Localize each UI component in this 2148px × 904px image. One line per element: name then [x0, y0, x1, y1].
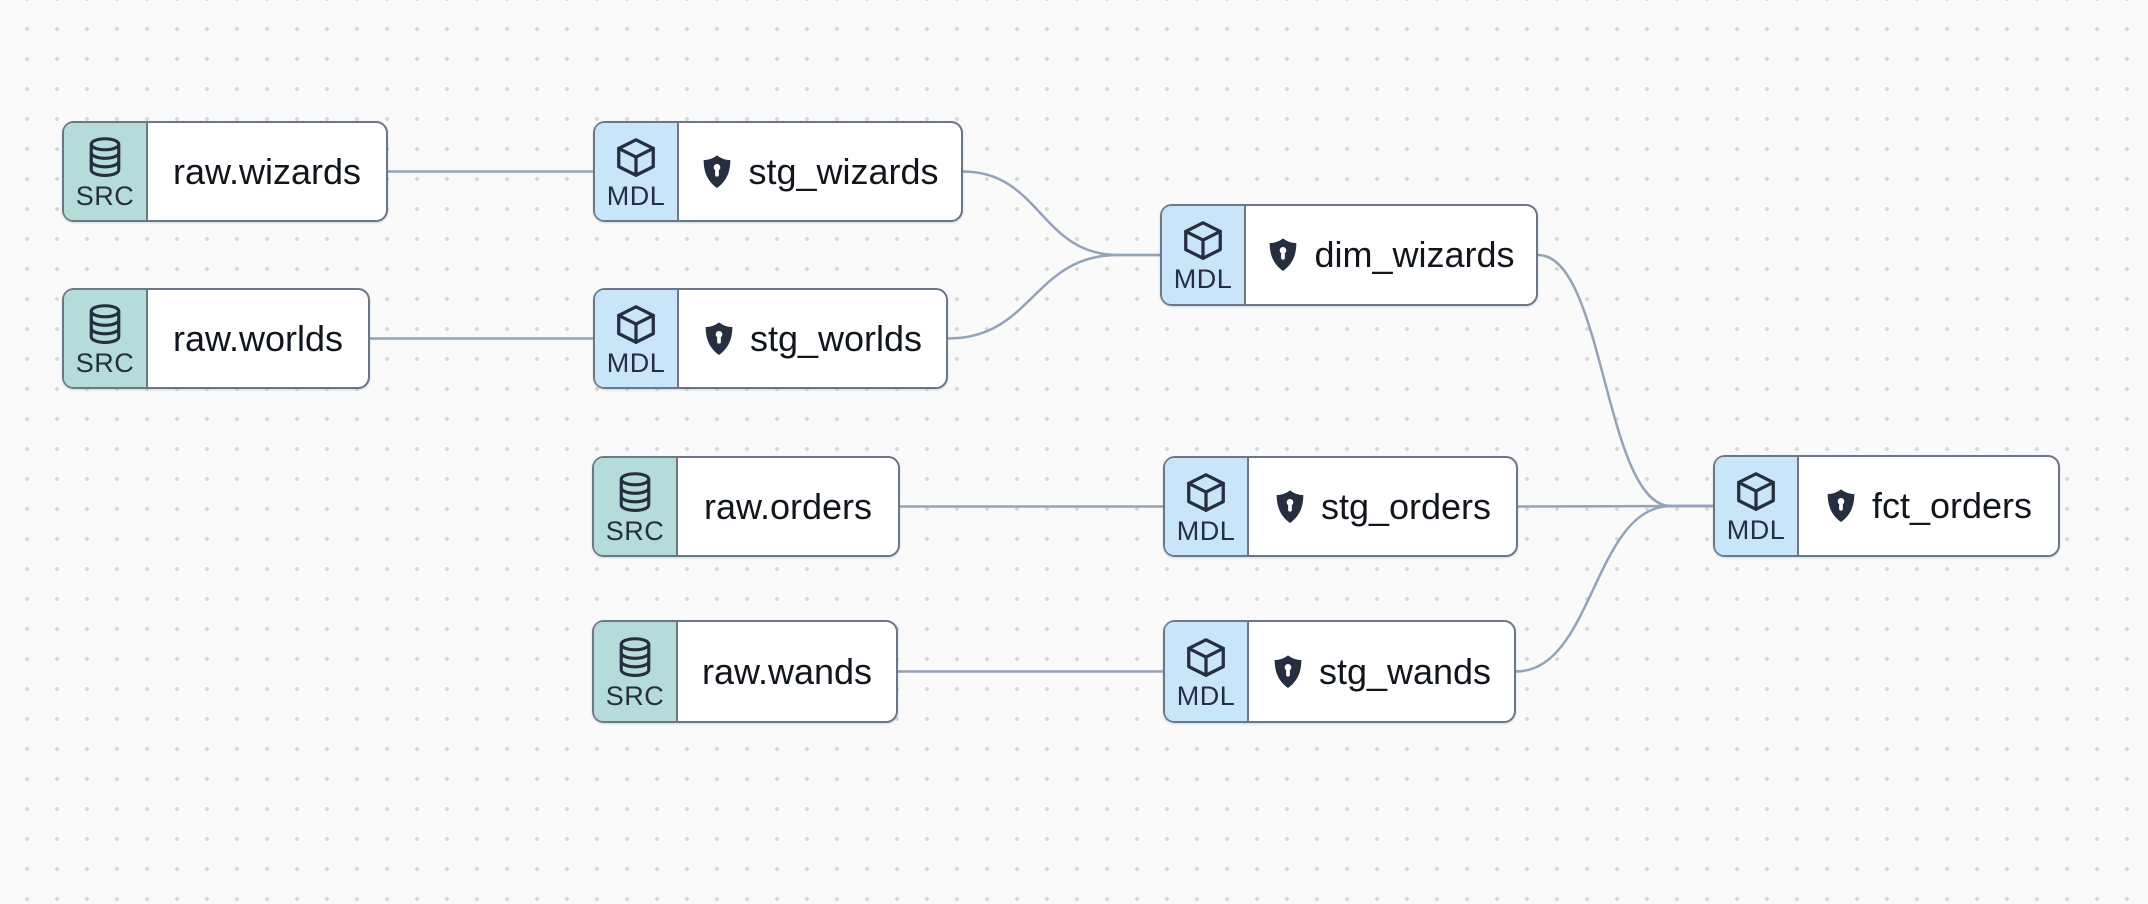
node-name-label: stg_worlds [749, 317, 923, 359]
node-type-label: MDL [606, 347, 666, 378]
node-name-label: raw.orders [703, 485, 873, 527]
model-cube-icon [613, 135, 659, 181]
node-stg-worlds[interactable]: MDL stg_worlds [593, 288, 948, 389]
node-type-badge: MDL [1165, 622, 1249, 721]
database-icon [83, 302, 127, 348]
shield-icon [1267, 237, 1299, 273]
node-type-badge: SRC [594, 458, 678, 555]
node-stg-orders[interactable]: MDL stg_orders [1163, 456, 1518, 557]
node-type-badge: SRC [64, 290, 148, 387]
model-cube-icon [1733, 469, 1779, 515]
node-type-label: MDL [1176, 680, 1236, 711]
node-name-label: raw.wizards [172, 150, 362, 192]
node-stg-wands[interactable]: MDL stg_wands [1163, 620, 1516, 723]
node-type-label: MDL [1726, 515, 1786, 545]
model-cube-icon [1183, 470, 1229, 516]
node-body: stg_orders [1249, 458, 1516, 555]
node-body: fct_orders [1799, 457, 2058, 555]
node-type-badge: SRC [64, 123, 148, 220]
model-cube-icon [1180, 218, 1226, 264]
database-icon [613, 470, 657, 516]
node-type-badge: MDL [1162, 206, 1246, 304]
node-type-badge: MDL [595, 123, 679, 220]
node-raw-wizards[interactable]: SRC raw.wizards [62, 121, 388, 222]
node-type-label: MDL [606, 180, 666, 211]
database-icon [83, 135, 127, 181]
node-name-label: stg_wands [1318, 650, 1492, 692]
node-name-label: stg_wizards [748, 150, 939, 192]
node-type-label: SRC [605, 515, 665, 546]
shield-icon [1274, 489, 1306, 525]
node-body: stg_wands [1249, 622, 1514, 721]
node-type-badge: MDL [1165, 458, 1249, 555]
node-type-label: SRC [75, 180, 135, 211]
node-body: stg_worlds [679, 290, 946, 387]
node-body: raw.orders [678, 458, 898, 555]
shield-icon [703, 321, 735, 357]
node-raw-orders[interactable]: SRC raw.orders [592, 456, 900, 557]
node-type-label: MDL [1176, 515, 1236, 546]
node-fct-orders[interactable]: MDL fct_orders [1713, 455, 2060, 557]
edge-stg_wizards-to-dim_wizards [962, 170, 1160, 257]
node-type-badge: SRC [594, 622, 678, 721]
node-body: raw.wands [678, 622, 896, 721]
node-raw-wands[interactable]: SRC raw.wands [592, 620, 898, 723]
node-name-label: stg_orders [1320, 485, 1492, 527]
node-name-label: raw.wands [701, 650, 873, 692]
node-name-label: raw.worlds [172, 317, 344, 359]
node-name-label: dim_wizards [1314, 234, 1515, 275]
node-body: stg_wizards [679, 123, 961, 220]
shield-icon [1825, 488, 1857, 524]
node-dim-wizards[interactable]: MDL dim_wizards [1160, 204, 1538, 306]
node-type-label: MDL [1173, 264, 1233, 294]
node-type-label: SRC [605, 680, 665, 711]
node-type-badge: MDL [1715, 457, 1799, 555]
node-type-badge: MDL [595, 290, 679, 387]
edge-dim_wizards-to-fct_orders [1537, 253, 1713, 508]
node-body: raw.wizards [148, 123, 386, 220]
edge-stg_wands-to-fct_orders [1515, 504, 1713, 673]
node-type-label: SRC [75, 347, 135, 378]
node-stg-wizards[interactable]: MDL stg_wizards [593, 121, 963, 222]
shield-icon [1272, 654, 1304, 690]
edge-stg_worlds-to-dim_wizards [947, 253, 1160, 340]
model-cube-icon [613, 302, 659, 348]
shield-icon [701, 154, 733, 190]
node-body: dim_wizards [1246, 206, 1536, 304]
model-cube-icon [1183, 635, 1229, 681]
node-name-label: fct_orders [1871, 485, 2033, 526]
database-icon [613, 635, 657, 681]
node-body: raw.worlds [148, 290, 368, 387]
node-raw-worlds[interactable]: SRC raw.worlds [62, 288, 370, 389]
